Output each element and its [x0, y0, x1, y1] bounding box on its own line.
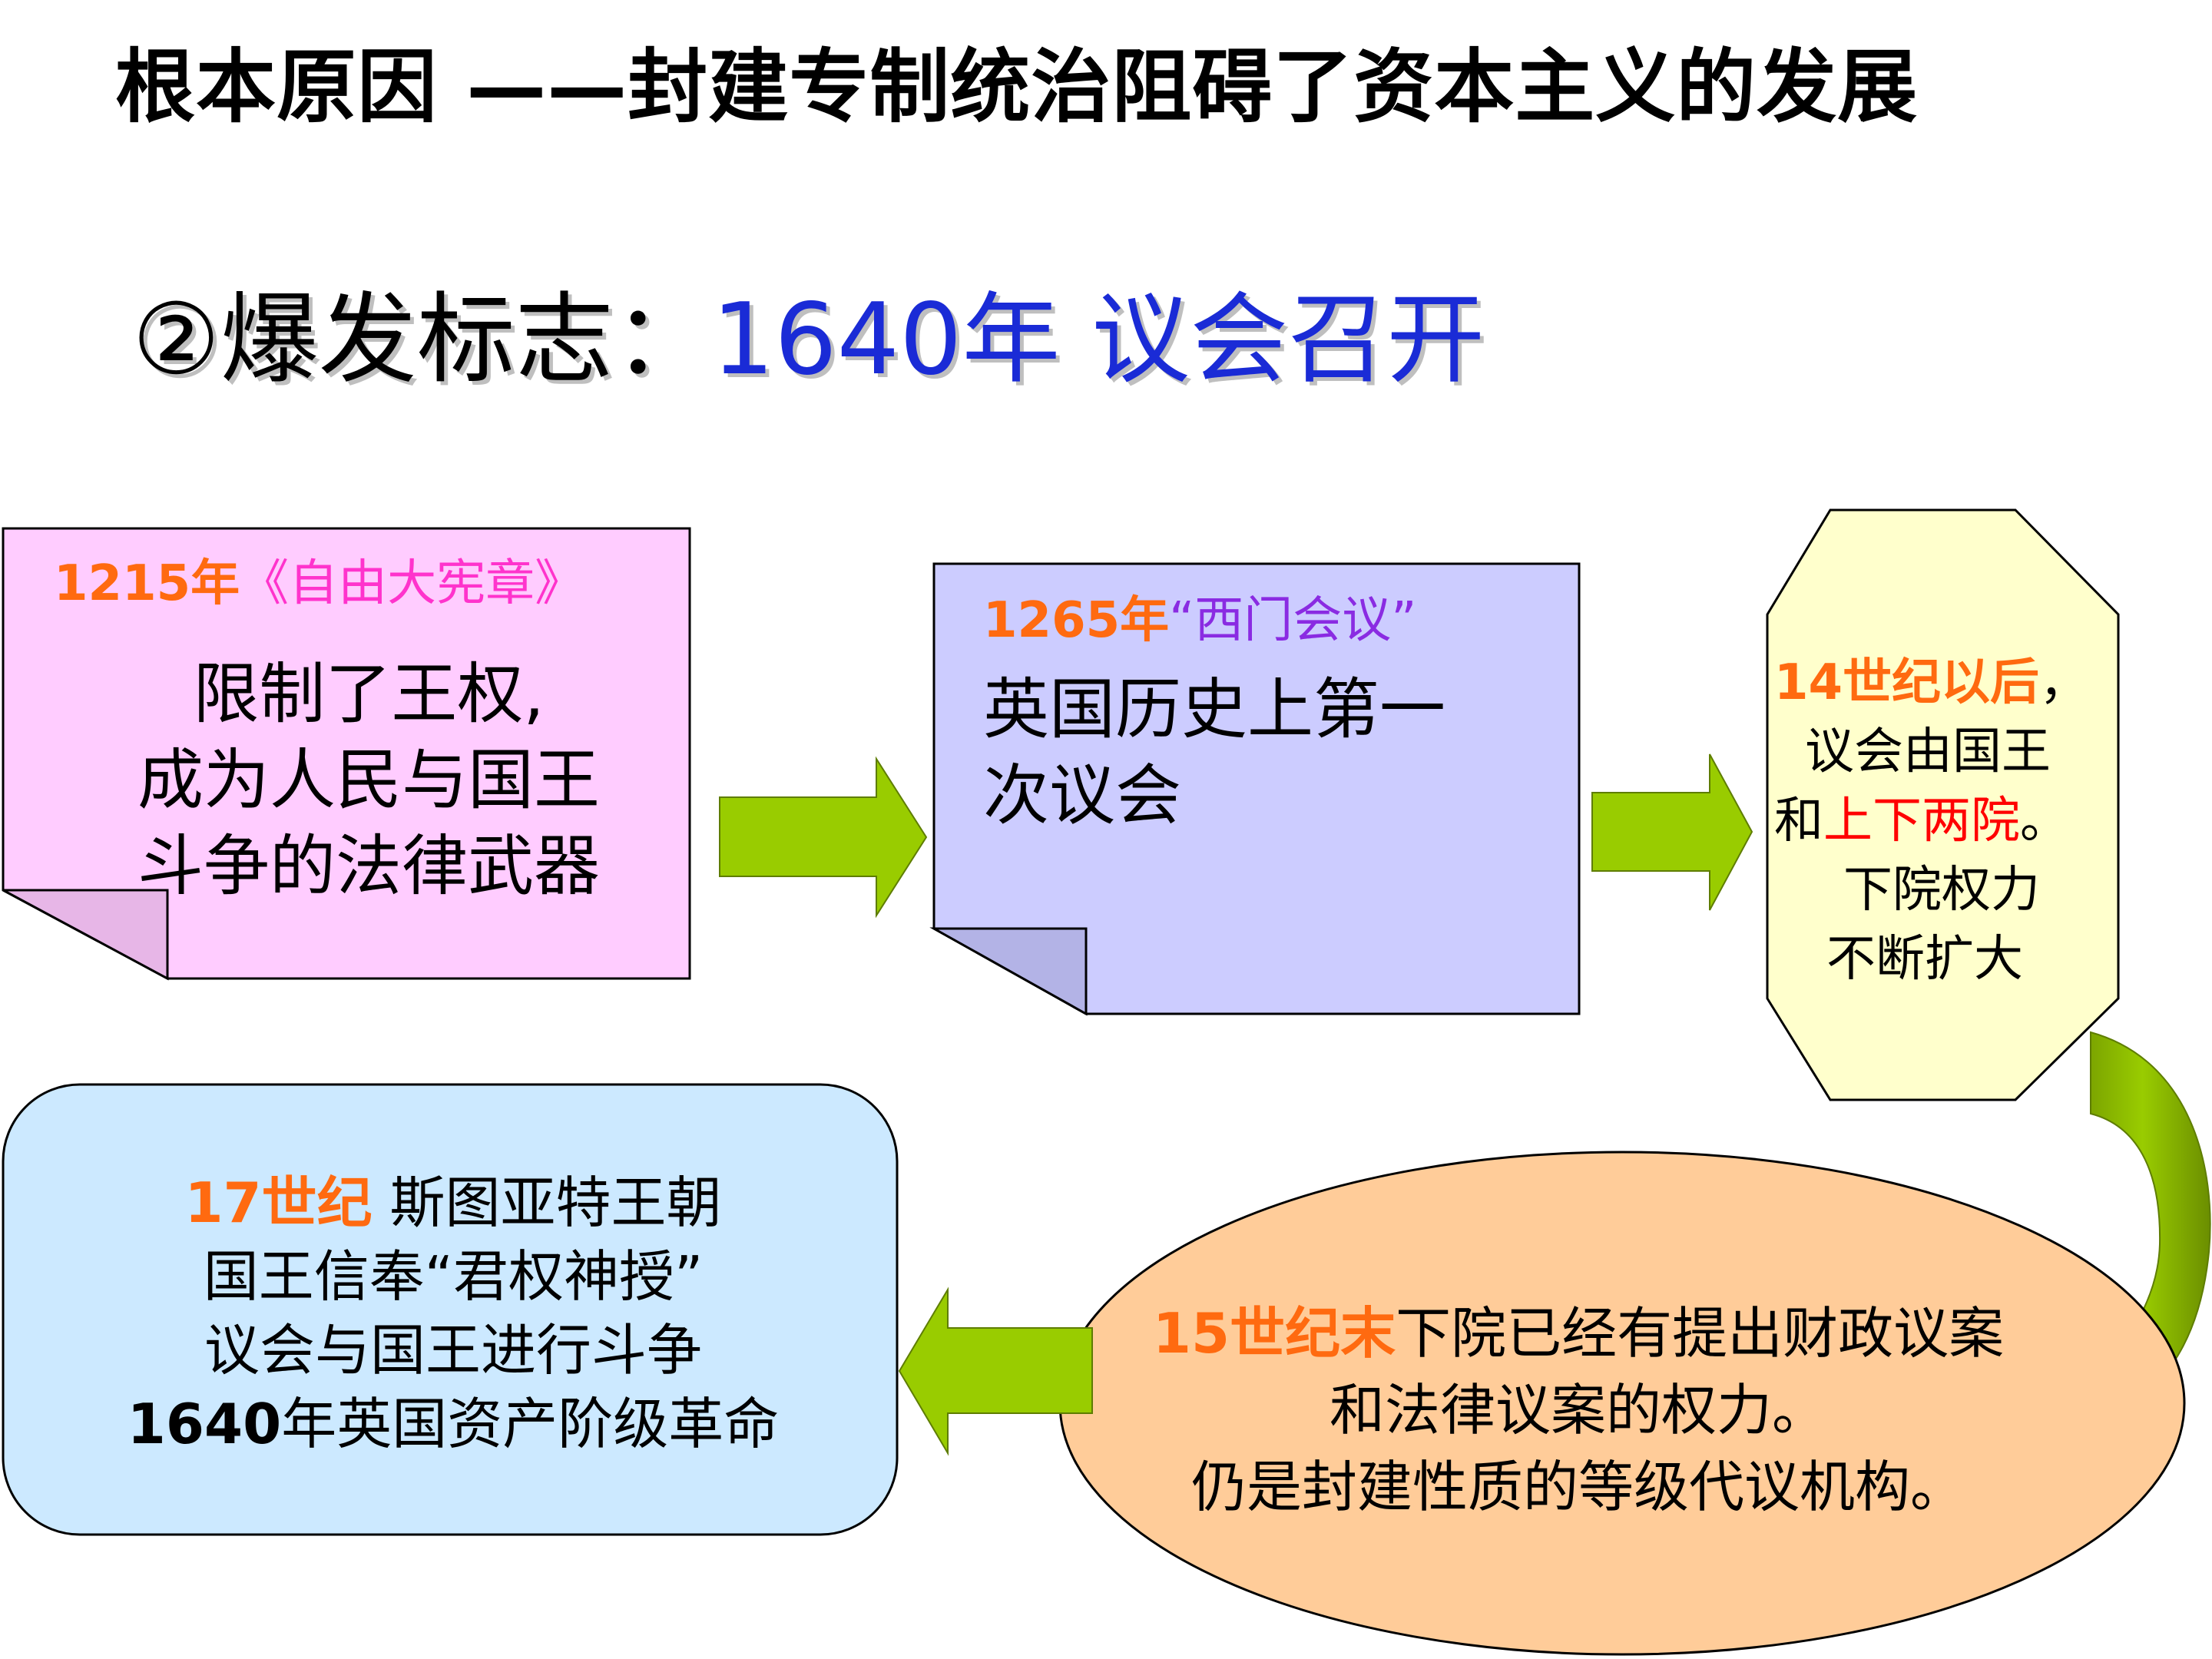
century17-line: 议会与国王进行斗争: [204, 1318, 702, 1382]
outbreak-sign-value: 1640年 议会召开: [711, 283, 1485, 397]
magna-carta-line: 限制了王权,: [193, 656, 545, 733]
century17-line4: 年英国资产阶级革命: [281, 1392, 780, 1456]
magna-carta-year: 1215年: [54, 555, 240, 612]
century14-line: 下院权力: [1843, 862, 2040, 919]
arrow-left: [898, 1286, 1093, 1456]
century14-line2-pre: 和: [1774, 793, 1823, 849]
montfort-body: 英国历史上第一 次议会: [983, 667, 1445, 839]
montfort-heading: 1265年“西门会议”: [983, 596, 1416, 645]
magna-carta-fold: [2, 889, 169, 981]
montfort-line: 英国历史上第一: [983, 671, 1445, 748]
century14-line2-post: 。: [2020, 793, 2069, 849]
century14-line: 不断扩大: [1826, 931, 2023, 988]
century14-houses: 上下两院: [1823, 793, 2020, 849]
century14-era: 14世纪以后: [1774, 654, 2040, 711]
century15-line1: 下院已经有提出财政议案: [1396, 1301, 2005, 1366]
century14-comma: ，: [2039, 654, 2089, 711]
century15-era: 15世纪末: [1152, 1301, 1396, 1366]
magna-carta-line: 成为人民与国王: [137, 742, 600, 819]
century17-body: 17世纪 斯图亚特王朝 国王信奉“君权神授” 议会与国王进行斗争 1640年英国…: [31, 1166, 876, 1461]
century17-year: 1640: [127, 1392, 282, 1456]
magna-carta-heading: 1215年《自由大宪章》: [54, 559, 584, 608]
century14-body: 14世纪以后， 议会由国王 和上下两院。 下院权力 不断扩大: [1774, 648, 2120, 994]
century15-body: 15世纪末下院已经有提出财政议案 和法律议案的权力。 仍是封建性质的等级代议机构…: [1083, 1295, 2074, 1525]
century14-line: 议会由国王: [1805, 724, 2051, 780]
century15-line: 和法律议案的权力。: [1329, 1378, 1827, 1442]
magna-carta-name: 《自由大宪章》: [240, 555, 584, 612]
century15-line: 仍是封建性质的等级代议机构。: [1190, 1455, 1965, 1519]
montfort-year: 1265年: [983, 592, 1170, 649]
montfort-fold: [929, 927, 1088, 1016]
outbreak-sign-label: ②爆发标志：: [132, 283, 712, 397]
arrow-right-2: [1591, 753, 1753, 911]
magna-carta-body: 限制了王权, 成为人民与国王 斗争的法律武器: [46, 651, 691, 909]
century17-box: [2, 1083, 899, 1536]
outbreak-sign: ②爆发标志：1640年 议会召开: [132, 260, 1485, 402]
magna-carta-line: 斗争的法律武器: [137, 828, 600, 905]
montfort-line: 次议会: [983, 757, 1181, 834]
century17-line1: 斯图亚特王朝: [372, 1171, 722, 1235]
montfort-name: “西门会议”: [1169, 592, 1417, 649]
century17-line: 国王信奉“君权神授”: [203, 1244, 704, 1309]
century17-era: 17世纪: [184, 1171, 373, 1235]
page-title: 根本原因 ——封建专制统治阻碍了资本主义的发展: [115, 40, 1919, 134]
magna-carta-box: [2, 527, 691, 980]
montfort-box: [932, 562, 1581, 1015]
arrow-right-1: [719, 756, 928, 919]
century14-box: [1766, 508, 2120, 1101]
